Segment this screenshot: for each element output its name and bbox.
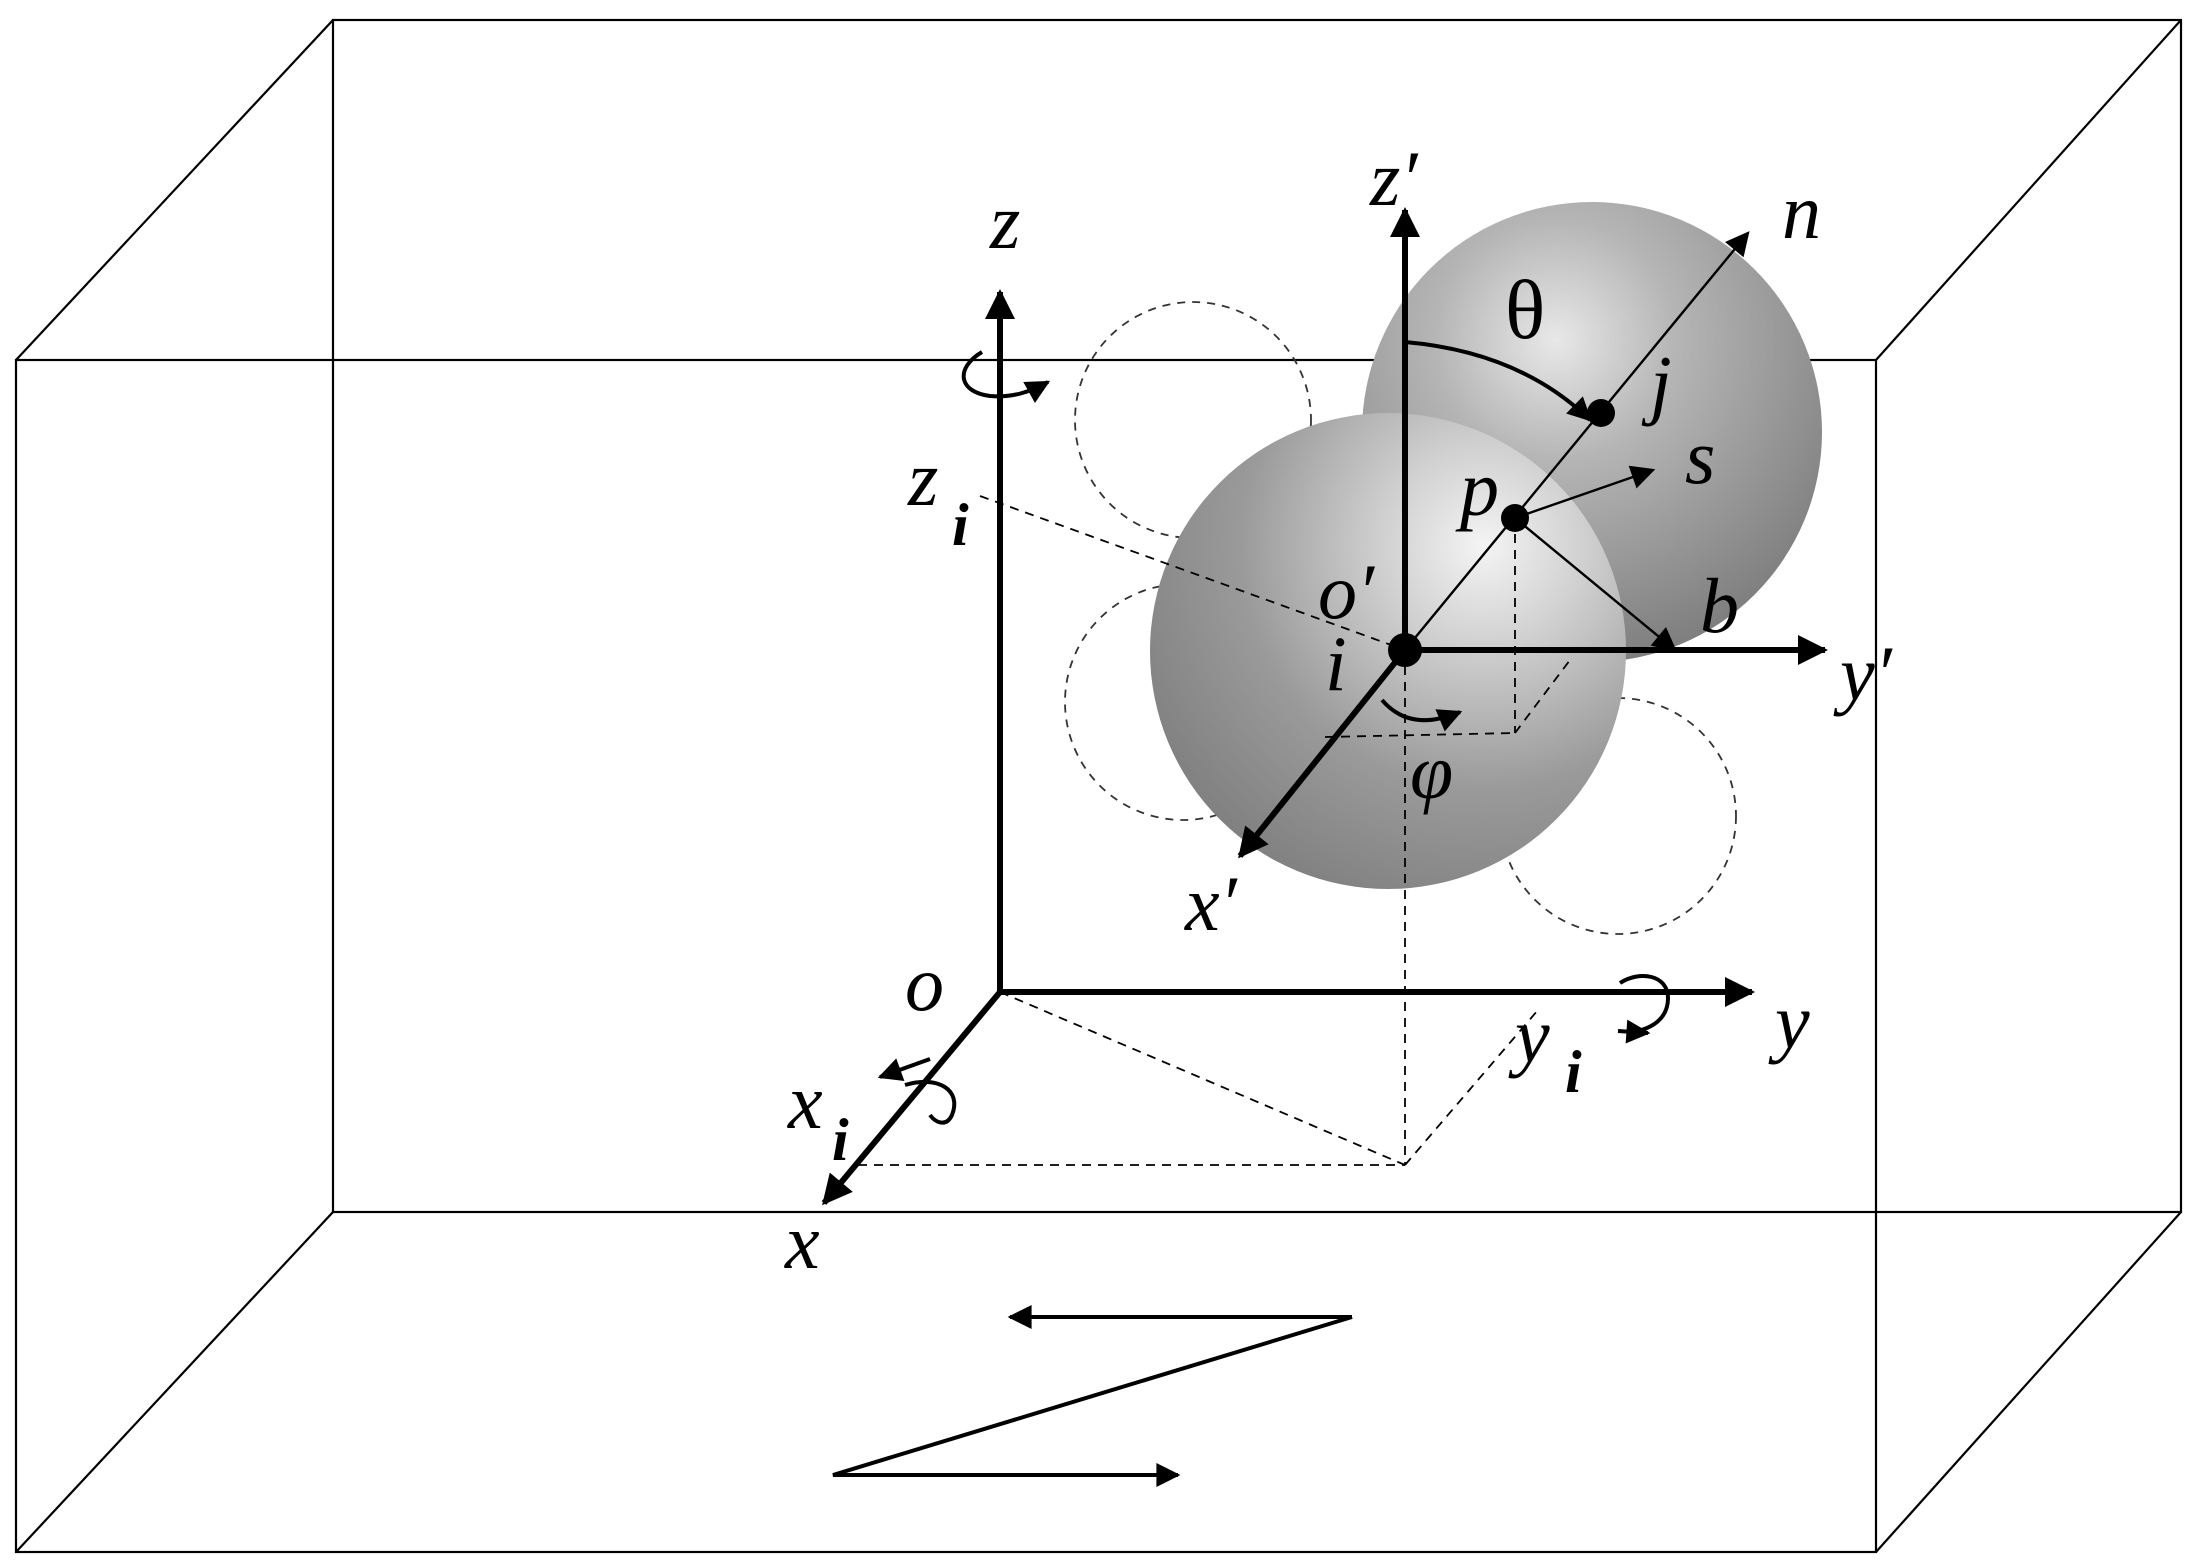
box-back-face: [331, 18, 2183, 1214]
local-axes: [1237, 207, 1828, 859]
shear-direction-arrows: [832, 1305, 1353, 1487]
b-vector: [1514, 517, 1677, 652]
x-prime-axis: [1237, 648, 1408, 859]
global-axes: [821, 289, 1755, 1206]
n-axis: [1404, 231, 1750, 651]
point-p: [1501, 504, 1529, 532]
label-b: b: [1700, 562, 1739, 649]
label-o: o: [905, 940, 944, 1027]
label-y: y: [1768, 978, 1810, 1065]
label-x-i-sub: i: [832, 1107, 849, 1173]
label-s: s: [1685, 413, 1715, 500]
shear-zigzag: [832, 1315, 1353, 1477]
rotation-arcs: [877, 340, 1671, 1125]
label-x-i: x: [787, 1058, 823, 1145]
point-i: [1388, 633, 1422, 667]
x-rotation-curl: [904, 1079, 957, 1125]
label-n: n: [1782, 168, 1821, 255]
label-o-prime: o′: [1318, 548, 1376, 635]
x-axis: [821, 990, 1003, 1206]
points: [1388, 399, 1615, 667]
label-p: p: [1455, 445, 1499, 532]
point-j: [1587, 399, 1615, 427]
label-i: i: [1325, 620, 1347, 707]
dumbbell-particle: [1150, 202, 1822, 889]
label-z: z: [989, 178, 1020, 265]
label-z-i: z: [907, 435, 938, 522]
label-phi: φ: [1410, 728, 1453, 815]
phi-arc: [1380, 698, 1463, 732]
s-vector: [1514, 465, 1656, 520]
label-y-prime: y′: [1833, 630, 1894, 717]
label-z-prime: z′: [1369, 135, 1419, 222]
label-z-i-sub: i: [952, 492, 969, 558]
z-rotation-curl: [961, 350, 1051, 403]
box-frame: [14, 18, 2183, 1554]
label-x-prime: x′: [1184, 860, 1239, 947]
label-theta: θ: [1505, 264, 1545, 357]
labels: z z i z′ n θ j s p o′ i b y′ φ x′ o y y …: [784, 135, 1894, 1285]
box-front-face: [14, 358, 1878, 1554]
y-rotation-curl: [1618, 974, 1671, 1033]
label-y-i-sub: i: [1565, 1039, 1582, 1105]
label-x: x: [784, 1198, 820, 1285]
projection-lines: [858, 495, 1571, 1166]
label-y-i: y: [1508, 992, 1550, 1079]
sphere-i: [1150, 413, 1626, 889]
theta-arc: [1404, 340, 1592, 422]
